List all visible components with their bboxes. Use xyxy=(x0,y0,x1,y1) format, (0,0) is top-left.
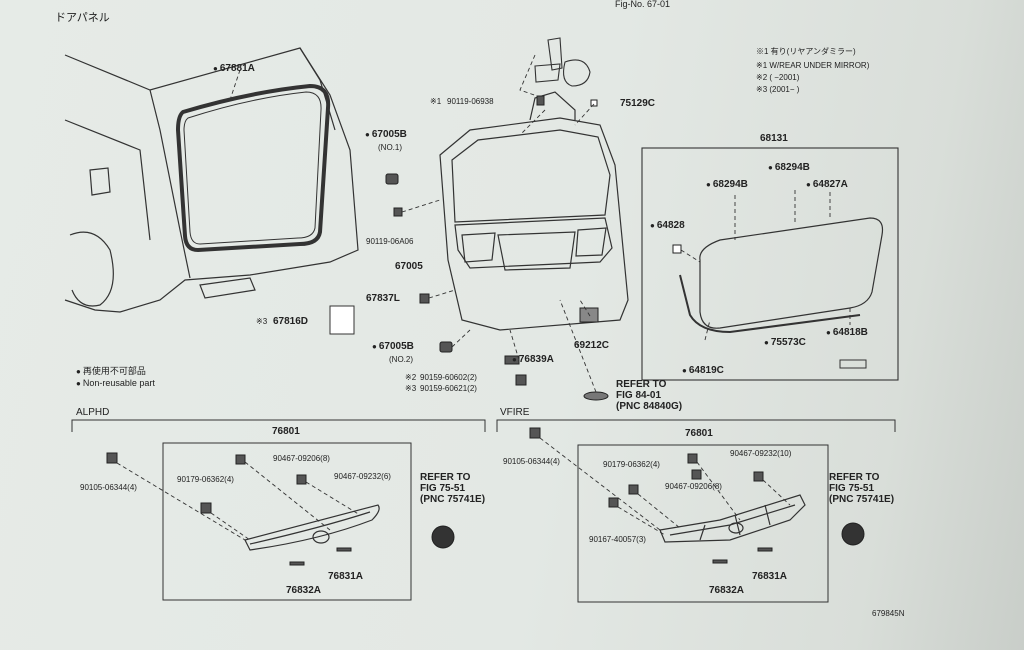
vfire-90467b: 90467-09206(8) xyxy=(665,482,722,491)
part-90119-06938: 90119-06938 xyxy=(447,97,494,106)
part-69212C: 69212C xyxy=(574,340,610,351)
vfire-90105: 90105-06344(4) xyxy=(503,457,560,466)
vfire-garnish-76801 xyxy=(659,494,806,543)
back-door-67005 xyxy=(439,91,629,331)
alphd-refer-c: (PNC 75741E) xyxy=(420,494,486,505)
part-no1: (NO.1) xyxy=(378,143,402,152)
alphd-90105: 90105-06344(4) xyxy=(80,483,137,492)
alphd-refer-a: REFER TO xyxy=(420,472,471,483)
mark-1: ※1 xyxy=(430,97,442,106)
part-68294B-b: 68294B xyxy=(768,163,810,173)
legend-en: Non-reusable part xyxy=(76,379,155,388)
part-67005: 67005 xyxy=(395,261,423,272)
vfire-title: VFIRE xyxy=(500,407,530,418)
refer-84-01-c: (PNC 84840G) xyxy=(616,401,683,412)
alphd-90467a: 90467-09206(8) xyxy=(273,454,330,463)
alphd-refer-b: FIG 75-51 xyxy=(420,483,466,494)
refer-84-01-b: FIG 84-01 xyxy=(616,390,662,401)
legend-jp: 再使用不可部品 xyxy=(76,367,146,376)
note-2: ※2 ( −2001) xyxy=(756,73,800,82)
part-64819C: 64819C xyxy=(682,366,724,376)
note-1b: ※1 W/REAR UNDER MIRROR) xyxy=(756,61,870,70)
vfire-90179: 90179-06362(4) xyxy=(603,460,660,469)
part-75129C: 75129C xyxy=(620,98,656,109)
alphd-76832A: 76832A xyxy=(286,585,322,596)
part-64818B: 64818B xyxy=(826,328,868,338)
vfire-90467a: 90467-09232(10) xyxy=(730,449,792,458)
vfire-box-76801: 76801 xyxy=(685,428,713,439)
part-90119-06A06: 90119-06A06 xyxy=(366,237,414,246)
part-90159-60621: 90159-60621(2) xyxy=(420,384,477,393)
vfire-refer-c: (PNC 75741E) xyxy=(829,494,895,505)
part-67816D: 67816D xyxy=(273,316,309,327)
part-75573C: 75573C xyxy=(764,338,806,348)
part-64827A: 64827A xyxy=(806,180,848,190)
part-76839A: 76839A xyxy=(512,355,554,365)
part-64828: 64828 xyxy=(650,221,685,231)
alphd-76831A: 76831A xyxy=(328,571,364,582)
section-title: ドアパネル xyxy=(55,12,110,24)
alphd-garnish-76801 xyxy=(244,504,380,551)
mark-2b: ※2 xyxy=(405,373,417,382)
vfire-90167: 90167-40057(3) xyxy=(589,535,646,544)
part-67005B-2: 67005B xyxy=(372,342,414,352)
alphd-90179: 90179-06362(4) xyxy=(177,475,234,484)
alphd-box-76801: 76801 xyxy=(272,426,300,437)
mark-3b: ※3 xyxy=(405,384,417,393)
note-1: ※1 有り(リヤアンダミラー) xyxy=(756,47,856,56)
glass-seal-67881A xyxy=(175,83,331,253)
part-90159-60602: 90159-60602(2) xyxy=(420,373,477,382)
alphd-title: ALPHD xyxy=(76,407,110,418)
vfire-76832A: 76832A xyxy=(709,585,745,596)
part-67837L: 67837L xyxy=(366,293,400,304)
mark-3: ※3 xyxy=(256,317,268,326)
vfire-refer-b: FIG 75-51 xyxy=(829,483,875,494)
vfire-refer-a: REFER TO xyxy=(829,472,880,483)
note-3: ※3 (2001− ) xyxy=(756,85,800,94)
figure-number: Fig-No. 67-01 xyxy=(615,0,671,9)
refer-84-01-a: REFER TO xyxy=(616,379,667,390)
part-67005B-1: 67005B xyxy=(365,130,407,140)
part-68131: 68131 xyxy=(760,133,788,144)
part-67881A: 67881A xyxy=(213,64,255,74)
part-68294B-a: 68294B xyxy=(706,180,748,190)
footer-code: 679845N xyxy=(872,609,905,618)
vfire-76831A: 76831A xyxy=(752,571,788,582)
part-no2: (NO.2) xyxy=(389,355,413,364)
garnish-68131 xyxy=(699,217,884,329)
alphd-90467b: 90467-09232(6) xyxy=(334,472,391,481)
rear-under-mirror xyxy=(534,37,591,87)
